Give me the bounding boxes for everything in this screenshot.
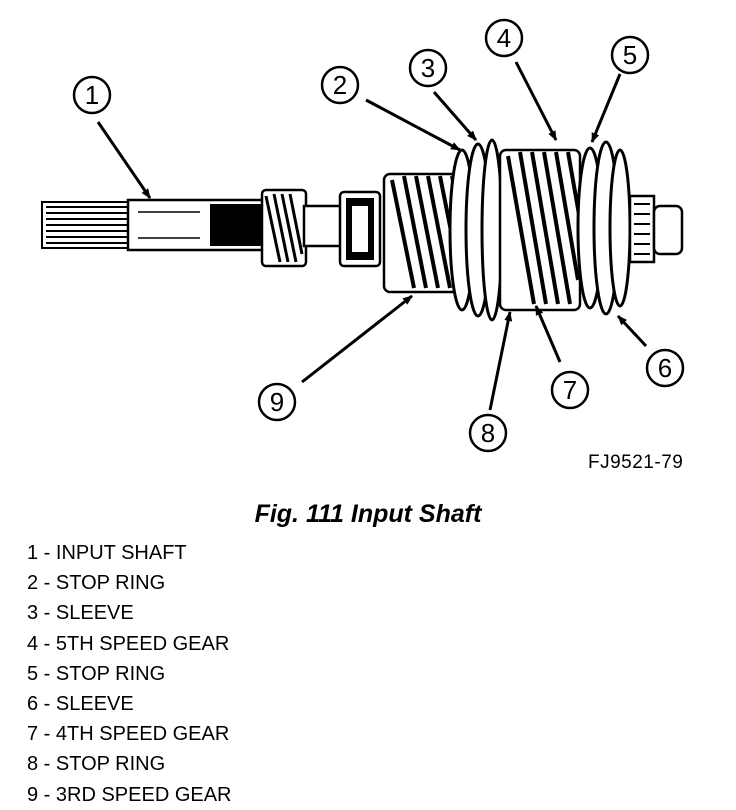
legend-item: 7 - 4TH SPEED GEAR: [27, 723, 230, 746]
legend-item: 2 - STOP RING: [27, 572, 166, 595]
input-shaft-illustration: 1 2 3 4 5 6 7 8 9: [41, 18, 685, 453]
svg-text:3: 3: [421, 53, 435, 83]
legend-item: 5 - STOP RING: [27, 662, 166, 685]
leader-8: [488, 311, 513, 411]
leader-5: [590, 73, 622, 143]
leader-2: [365, 98, 461, 152]
svg-text:7: 7: [563, 375, 577, 405]
legend-item: 3 - SLEEVE: [27, 602, 134, 625]
callout-7: 7: [550, 370, 590, 410]
legend-item: 9 - 3RD SPEED GEAR: [27, 783, 232, 806]
small-gear-2: [338, 190, 382, 268]
svg-text:6: 6: [658, 353, 672, 383]
callout-5: 5: [610, 35, 650, 75]
small-gear-1: [260, 188, 308, 268]
center-gear-set: [498, 148, 582, 312]
svg-text:9: 9: [270, 387, 284, 417]
shaft-neck: [302, 204, 346, 248]
callout-2: 2: [320, 65, 360, 105]
leader-7: [534, 305, 562, 363]
legend-item: 1 - INPUT SHAFT: [27, 542, 187, 564]
shaft-spline-end: [41, 201, 133, 249]
svg-text:1: 1: [85, 80, 99, 110]
synchro-ring-left: [448, 138, 504, 322]
svg-text:4: 4: [497, 23, 511, 53]
svg-text:5: 5: [623, 40, 637, 70]
callout-3: 3: [408, 48, 448, 88]
leader-4: [514, 61, 558, 141]
leader-6: [616, 314, 648, 348]
callout-8: 8: [468, 413, 508, 453]
figure-reference-code: FJ9521-79: [588, 452, 684, 473]
svg-text:2: 2: [333, 70, 347, 100]
leader-lines: [96, 61, 648, 411]
parts-legend: 1 - INPUT SHAFT 2 - STOP RING 3 - SLEEVE…: [27, 538, 232, 810]
leader-1: [96, 121, 152, 199]
shaft-right-end: [628, 194, 684, 264]
callout-9: 9: [257, 382, 297, 422]
callout-1: 1: [72, 75, 112, 115]
callout-6: 6: [645, 348, 685, 388]
legend-item: 6 - SLEEVE: [27, 692, 134, 715]
figure-caption: Fig. 111 Input Shaft: [254, 500, 482, 528]
legend-item: 4 - 5TH SPEED GEAR: [27, 632, 230, 655]
leader-3: [432, 91, 478, 141]
shaft-body: [126, 198, 270, 252]
callout-4: 4: [484, 18, 524, 58]
legend-item: 8 - STOP RING: [27, 753, 166, 776]
svg-text:8: 8: [481, 418, 495, 448]
synchro-ring-right: [576, 140, 632, 316]
leader-9: [301, 294, 413, 384]
